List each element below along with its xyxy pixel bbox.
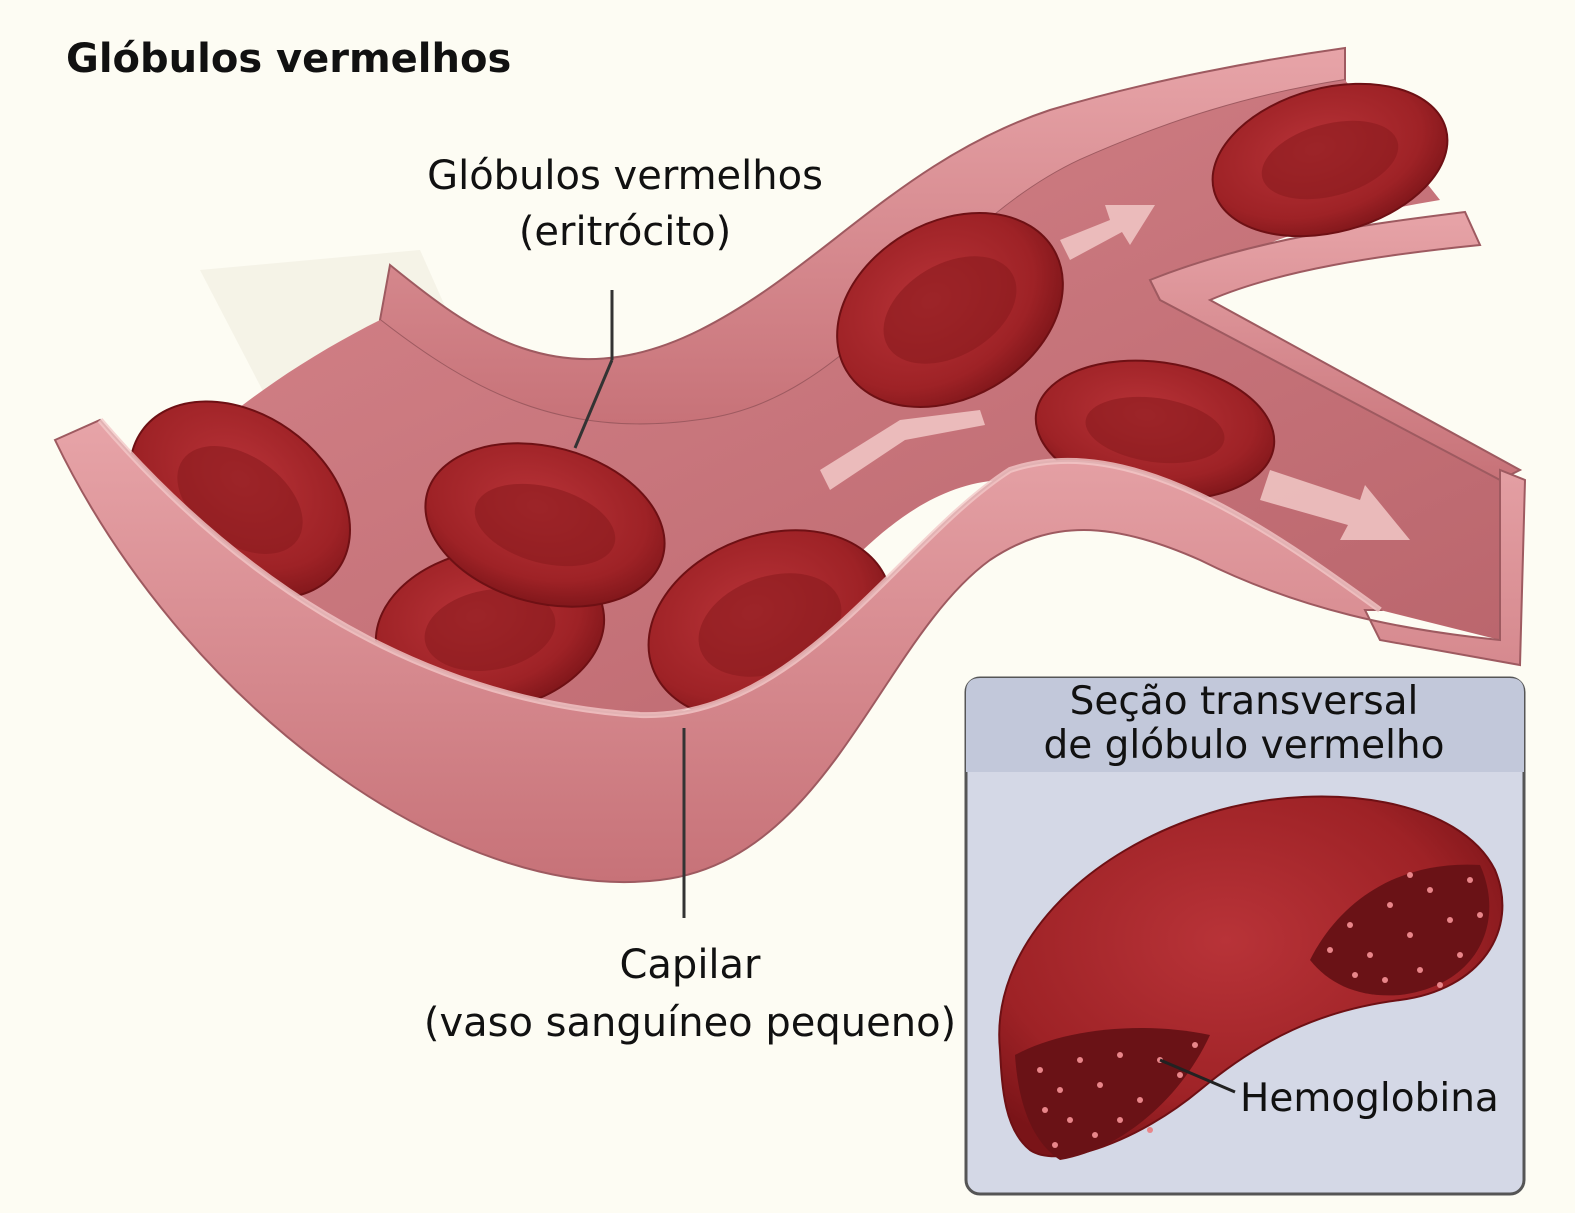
inset-title-line1: Seção transversal	[1069, 679, 1419, 724]
hemoglobin-label: Hemoglobina	[1240, 1076, 1499, 1121]
rbc-label-line1: Glóbulos vermelhos	[427, 153, 823, 199]
capillary-label: Capilar (vaso sanguíneo pequeno)	[420, 936, 960, 1052]
cross-section-inset	[964, 676, 1526, 1196]
red-blood-cell	[424, 442, 666, 608]
red-blood-cell	[836, 212, 1064, 408]
rbc-cross-section	[998, 795, 1504, 1160]
inset-title-line2: de glóbulo vermelho	[1043, 723, 1445, 768]
rbc-leader-line-diag	[573, 359, 614, 449]
red-blood-cells	[129, 82, 1449, 721]
capillary-branch-wall	[1148, 210, 1523, 482]
capillary-front-wall-edge	[97, 418, 1382, 719]
red-blood-cell	[1211, 82, 1449, 238]
diagram-title: Glóbulos vermelhos	[66, 36, 512, 82]
hemoglobin-leader-line	[1159, 1058, 1236, 1094]
capillary-label-line1: Capilar	[619, 942, 761, 988]
flow-arrows	[820, 205, 1410, 540]
rbc-label: Glóbulos vermelhos (eritrócito)	[420, 148, 830, 260]
rbc-label-line2: (eritrócito)	[518, 209, 732, 255]
inset-title: Seção transversal de glóbulo vermelho	[966, 680, 1522, 768]
capillary-label-line2: (vaso sanguíneo pequeno)	[423, 1000, 957, 1046]
